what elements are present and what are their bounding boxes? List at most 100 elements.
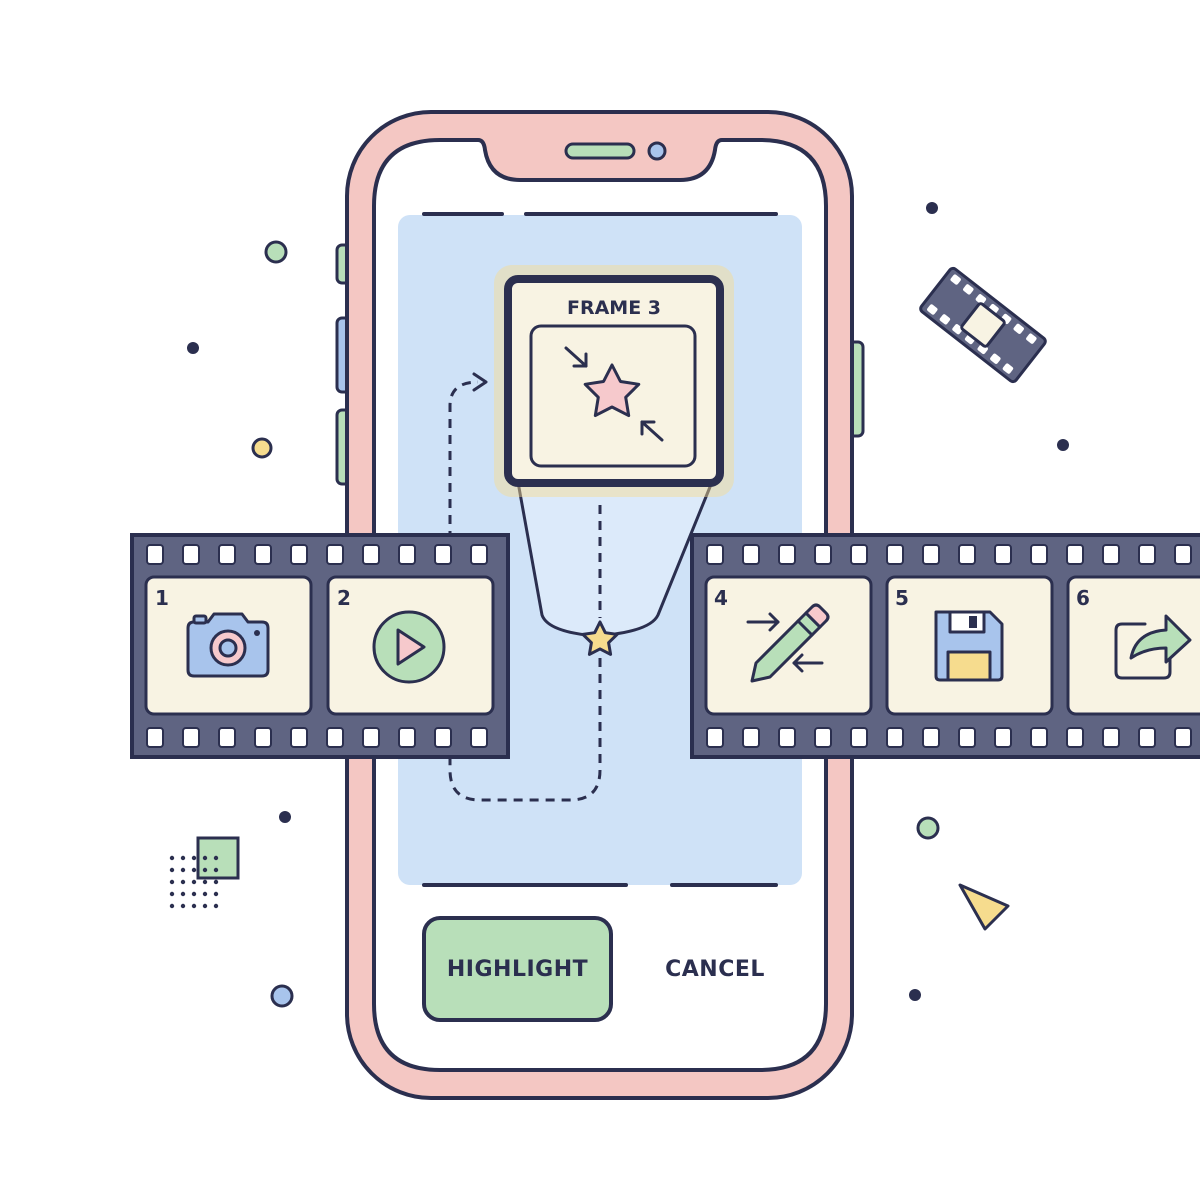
sprocket-hole (218, 727, 236, 748)
decor-dot (213, 903, 219, 909)
filmstrip-left (130, 533, 510, 759)
sprocket-holes (146, 544, 488, 748)
sprocket-hole (182, 544, 200, 565)
sprocket-hole (362, 544, 380, 565)
film-icon-hole (1002, 363, 1014, 374)
connector-dashed-line (448, 380, 479, 540)
sprocket-hole (1174, 727, 1192, 748)
sprocket-hole (886, 544, 904, 565)
sprocket-hole (1066, 544, 1084, 565)
sprocket-holes (706, 544, 1192, 748)
sprocket-hole (470, 727, 488, 748)
sprocket-hole (434, 544, 452, 565)
decor-dot (169, 903, 175, 909)
selected-frame-group (494, 265, 734, 638)
edit-pencil-icon (746, 603, 830, 683)
decor-dot (180, 903, 186, 909)
film-strip-icon (919, 266, 1047, 384)
sprocket-hole (1174, 544, 1192, 565)
sprocket-hole (922, 727, 940, 748)
film-icon-hole (975, 294, 987, 305)
decor-dot (213, 879, 219, 885)
film-icon-hole (963, 284, 974, 295)
decor-circle (251, 437, 273, 459)
sprocket-hole (326, 727, 344, 748)
decor-circle (270, 984, 294, 1008)
frame-number: 4 (714, 586, 728, 610)
decor-dot (202, 855, 208, 861)
highlight-button[interactable]: HIGHLIGHT (422, 916, 613, 1022)
sprocket-hole (326, 544, 344, 565)
film-icon-hole (950, 274, 961, 285)
frame-number: 2 (337, 586, 351, 610)
sprocket-hole (290, 727, 308, 748)
sprocket-hole (1066, 727, 1084, 748)
selected-frame-title: FRAME 3 (566, 297, 662, 319)
decor-dot (180, 867, 186, 873)
sprocket-hole (1138, 727, 1156, 748)
decor-dot (191, 903, 197, 909)
sprocket-hole (886, 727, 904, 748)
sprocket-hole (958, 544, 976, 565)
star-icon (583, 363, 641, 418)
decorations (169, 202, 1069, 1008)
sprocket-hole (706, 544, 724, 565)
decor-dot (1057, 439, 1069, 451)
decor-dot (191, 855, 197, 861)
frame-number: 6 (1076, 586, 1090, 610)
decor-dot (180, 891, 186, 897)
small-star-icon (581, 620, 619, 656)
decor-dot (202, 879, 208, 885)
film-icon-hole (952, 324, 963, 335)
sprocket-hole (146, 727, 164, 748)
connector-arrowhead (472, 372, 488, 392)
sprocket-hole (254, 727, 272, 748)
phone-camera (647, 141, 667, 161)
sprocket-hole (146, 544, 164, 565)
sprocket-hole (362, 727, 380, 748)
decor-dot (202, 891, 208, 897)
decor-dot (169, 867, 175, 873)
decor-dot (169, 879, 175, 885)
sprocket-hole (398, 727, 416, 748)
sprocket-hole (814, 544, 832, 565)
phone-speaker (564, 142, 636, 160)
film-icon-hole (1026, 333, 1037, 344)
decor-dot (187, 342, 199, 354)
decor-dot (279, 811, 291, 823)
sprocket-hole (470, 544, 488, 565)
decor-dot (926, 202, 938, 214)
sprocket-hole (850, 544, 868, 565)
decor-dot (191, 879, 197, 885)
decor-dot (213, 891, 219, 897)
sprocket-hole (218, 544, 236, 565)
decor-dot (202, 867, 208, 873)
sprocket-hole (706, 727, 724, 748)
decor-triangle (958, 883, 1010, 931)
filmstrip-right (690, 533, 1200, 759)
cancel-button[interactable]: CANCEL (665, 956, 765, 982)
sprocket-hole (1030, 544, 1048, 565)
sprocket-hole (1138, 544, 1156, 565)
decor-dot (180, 879, 186, 885)
decor-dot (169, 855, 175, 861)
play-icon (372, 610, 446, 684)
decor-dot (213, 867, 219, 873)
sprocket-hole (958, 727, 976, 748)
sprocket-hole (994, 727, 1012, 748)
share-icon (1114, 614, 1192, 680)
decor-dot (213, 855, 219, 861)
sprocket-hole (778, 727, 796, 748)
film-icon-hole (927, 304, 938, 315)
sprocket-hole (994, 544, 1012, 565)
frame-number: 1 (155, 586, 169, 610)
sprocket-hole (922, 544, 940, 565)
film-icon-hole (939, 314, 951, 325)
decor-dot (202, 903, 208, 909)
decor-dot (169, 891, 175, 897)
sprocket-hole (1102, 544, 1120, 565)
sprocket-hole (1030, 727, 1048, 748)
sprocket-hole (182, 727, 200, 748)
sprocket-hole (742, 544, 760, 565)
sprocket-hole (814, 727, 832, 748)
